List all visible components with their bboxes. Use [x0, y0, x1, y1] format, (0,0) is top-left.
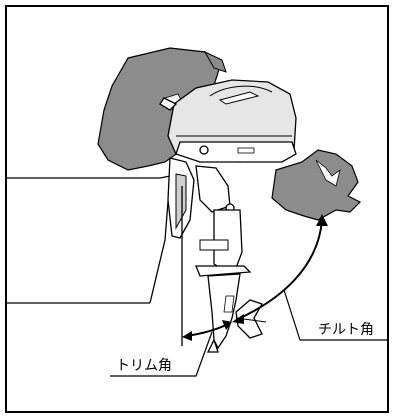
trim-angle-arrow — [182, 320, 232, 341]
tilt-angle-label: チルト角 — [318, 322, 374, 338]
trim-angle-label: トリム角 — [116, 358, 172, 374]
outboard-motor-illustration — [159, 79, 297, 353]
tilted-motor-ghost-right — [271, 149, 362, 221]
label-leader-lines — [110, 289, 388, 377]
tilt-angle-arrow — [232, 214, 328, 324]
boat-transom — [7, 175, 171, 304]
diagram-border — [5, 5, 389, 413]
